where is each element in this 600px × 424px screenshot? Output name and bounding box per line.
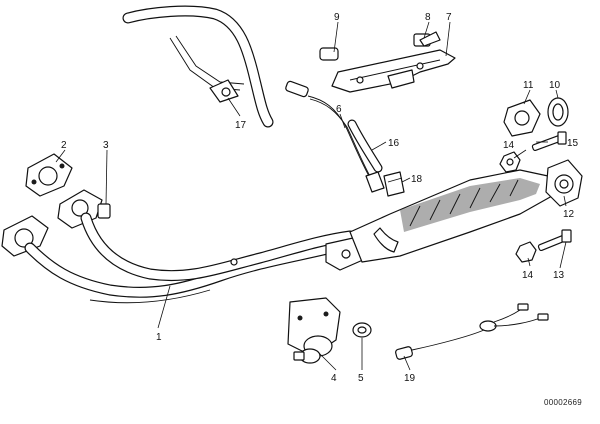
part-5-nut: [352, 322, 372, 338]
part-10-ring: [547, 97, 569, 127]
callout-17: 17: [235, 120, 247, 131]
callout-15: 15: [567, 138, 579, 149]
callout-13: 13: [553, 270, 565, 281]
leader-lines: [55, 21, 567, 371]
part-19-cable: [395, 303, 549, 360]
part-6-sensor-cable: [285, 80, 385, 193]
callout-3: 3: [103, 140, 109, 151]
part-1-front-pipe: [1, 212, 373, 304]
callout-9: 9: [334, 12, 340, 23]
callout-14-lower: 14: [522, 270, 534, 281]
nut-14-upper: [499, 151, 521, 173]
callout-19: 19: [404, 373, 416, 384]
bolt-13: [537, 229, 572, 252]
callout-5: 5: [358, 373, 364, 384]
callout-18: 18: [411, 174, 423, 185]
callout-7: 7: [446, 12, 452, 23]
callout-2: 2: [61, 140, 67, 151]
nut-14-lower: [515, 241, 537, 263]
callout-16: 16: [388, 138, 400, 149]
callout-labels: 1 2 3 4 5 6 7 8 9 10 11 12 13 14 14 15 1…: [61, 12, 579, 384]
part-11-flange: [503, 99, 541, 137]
callout-10: 10: [549, 80, 561, 91]
part-12-flange: [545, 159, 583, 207]
part-7-heat-shield: [319, 31, 456, 93]
callout-11: 11: [523, 80, 534, 91]
callout-4: 4: [331, 373, 337, 384]
part-4-mount: [287, 297, 341, 364]
callout-8: 8: [425, 12, 431, 23]
bolt-15: [531, 131, 567, 151]
callout-12: 12: [563, 209, 575, 220]
part-17-pipe: [122, 5, 274, 128]
document-number: 00002669: [544, 398, 582, 407]
callout-6: 6: [336, 104, 342, 115]
part-2-gasket: [25, 153, 73, 197]
part-16-hose: [347, 119, 405, 197]
callout-14-upper: 14: [503, 140, 515, 151]
callout-1: 1: [156, 332, 162, 343]
